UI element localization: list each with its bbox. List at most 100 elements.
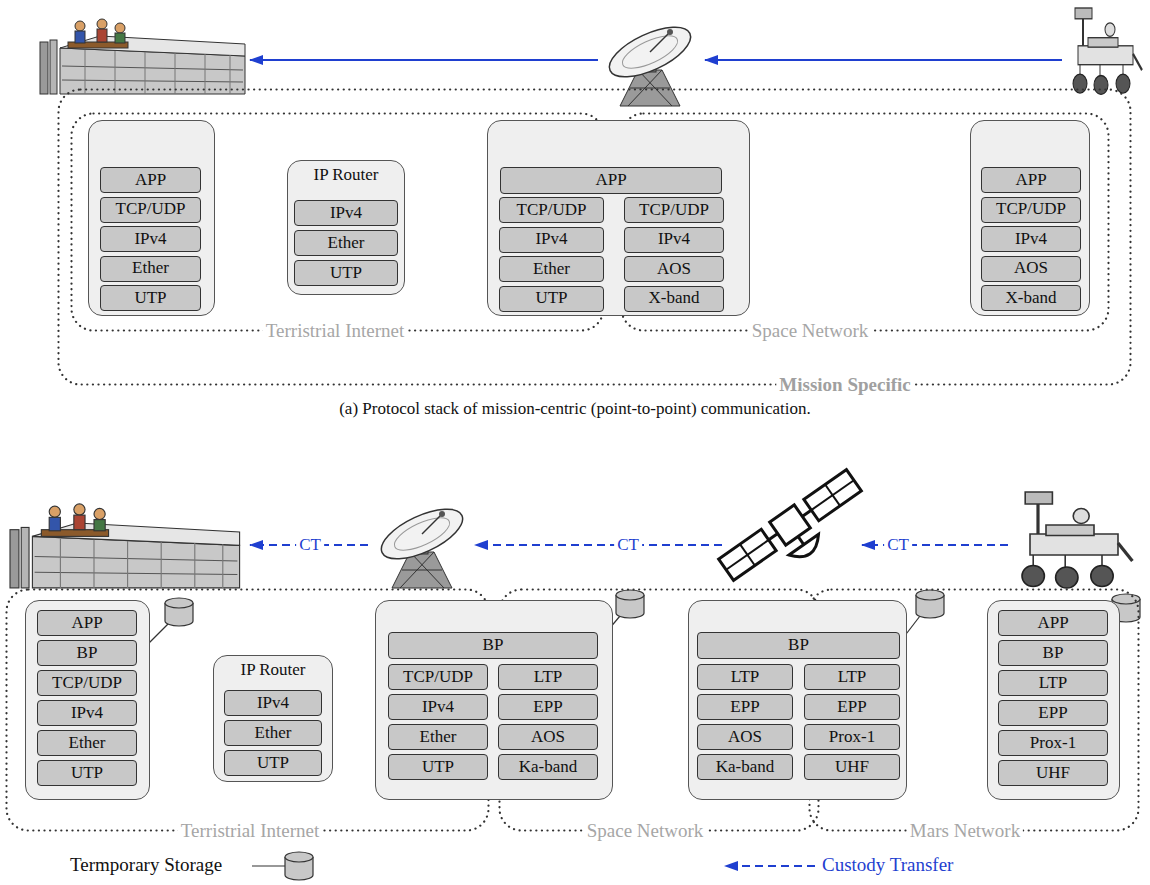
layer-label: Ether: [132, 259, 169, 278]
protocol-layer: TCP/UDP: [37, 670, 137, 696]
protocol-layer: Ether: [37, 730, 137, 756]
protocol-layer: Ka-band: [498, 754, 598, 780]
layer-label: APP: [135, 171, 166, 190]
protocol-layer: TCP/UDP: [981, 197, 1081, 223]
layer-label: X-band: [1006, 289, 1057, 308]
protocol-layer: Ether: [100, 256, 201, 282]
relay-satellite: [718, 469, 874, 599]
region-outline-path: [59, 90, 1131, 385]
region-label: Terristrial Internet: [263, 320, 407, 342]
layer-label: TCP/UDP: [996, 200, 1066, 219]
layer-label: IPv4: [535, 230, 567, 249]
layer-label: TCP/UDP: [116, 200, 186, 219]
layer-label: Prox-1: [829, 728, 875, 747]
layer-label: BP: [788, 636, 809, 655]
layer-label: IPv4: [1015, 230, 1047, 249]
protocol-stack: APP TCP/UDP IPv4AOS X-band: [970, 120, 1090, 316]
layer-label: AOS: [1014, 259, 1048, 278]
downlink-arrow: [250, 59, 598, 61]
protocol-stack: APPTCP/UDPIPv4EtherUTPTCP/UDPIPv4AOSX-ba…: [487, 120, 750, 316]
layer-label: APP: [1037, 614, 1068, 633]
layer-label: X-band: [649, 289, 700, 308]
protocol-stack: IP RouterIPv4EtherUTP: [213, 655, 333, 782]
protocol-layer: LTP: [498, 664, 598, 690]
mars-rover: [1022, 492, 1132, 588]
transfer-label: CT: [614, 536, 642, 555]
protocol-layer: UTP: [224, 750, 322, 776]
protocol-layer: EPP: [804, 694, 900, 720]
protocol-layer: IPv4: [981, 226, 1081, 252]
layer-label: Ether: [420, 728, 457, 747]
layer-label: EPP: [837, 698, 866, 717]
protocol-layer: AOS: [981, 256, 1081, 282]
layer-label: Ether: [255, 724, 292, 743]
layer-label: AOS: [728, 728, 762, 747]
protocol-layer: IPv4: [388, 694, 488, 720]
layer-label: IPv4: [422, 698, 454, 717]
layer-label: Ka-band: [519, 758, 578, 777]
layer-label: TCP/UDP: [517, 201, 587, 220]
layer-label: AOS: [531, 728, 565, 747]
protocol-layer: IPv4: [624, 227, 724, 253]
mars-rover: [1073, 8, 1142, 94]
protocol-layer: BP: [388, 632, 598, 659]
region-outline-path: [622, 114, 1109, 331]
layer-label: TCP/UDP: [639, 201, 709, 220]
layer-label: APP: [595, 171, 626, 190]
region-label: Terristrial Internet: [178, 820, 322, 842]
protocol-layer: IPv4: [224, 690, 322, 716]
protocol-layer: APP: [37, 610, 137, 636]
protocol-layer: Ether: [294, 230, 398, 256]
protocol-layer: UHF: [804, 754, 900, 780]
layer-label: BP: [1043, 644, 1064, 663]
figure-caption: (a) Protocol stack of mission-centric (p…: [0, 400, 1150, 419]
region-label: Mars Network: [907, 820, 1023, 842]
layer-label: IPv4: [71, 704, 103, 723]
protocol-layer: IPv4: [294, 200, 398, 226]
layer-label: IPv4: [257, 694, 289, 713]
legend-transfer-sample: [725, 865, 815, 867]
protocol-layer: X-band: [624, 286, 724, 312]
protocol-layer: X-band: [981, 285, 1081, 311]
legend-storage-sample: [252, 852, 313, 880]
protocol-layer: AOS: [697, 724, 793, 750]
region-label: Space Network: [749, 320, 872, 342]
protocol-layer: TCP/UDP: [499, 197, 604, 223]
protocol-stack: IP RouterIPv4EtherUTP: [287, 160, 405, 295]
protocol-stack: BPTCP/UDPIPv4EtherUTPLTPEPPAOSKa-band: [375, 600, 613, 800]
protocol-layer: IPv4: [100, 226, 201, 252]
layer-label: TCP/UDP: [52, 674, 122, 693]
protocol-layer: EPP: [697, 694, 793, 720]
protocol-layer: TCP/UDP: [388, 664, 488, 690]
protocol-layer: BP: [37, 640, 137, 666]
layer-label: UHF: [1036, 764, 1070, 783]
protocol-stack: APP BP TCP/UDP IPv4EtherUTP: [25, 600, 150, 800]
layer-label: UTP: [330, 264, 362, 283]
ground-antenna: [603, 17, 698, 106]
protocol-layer: UTP: [499, 286, 604, 312]
ground-antenna: [375, 499, 470, 588]
layer-label: UTP: [71, 764, 103, 783]
layer-label: Prox-1: [1030, 734, 1076, 753]
protocol-layer: APP: [998, 610, 1108, 636]
layer-label: UTP: [257, 754, 289, 773]
protocol-layer: IPv4: [499, 227, 604, 253]
protocol-layer: TCP/UDP: [624, 197, 724, 223]
protocol-layer: UTP: [37, 760, 137, 786]
stack-heading: IP Router: [214, 661, 332, 680]
layer-label: IPv4: [658, 230, 690, 249]
control-center: [40, 19, 245, 94]
protocol-layer: APP: [100, 167, 201, 193]
network-region: Mission SpecificTerristrial InternetAPPT…: [57, 88, 1132, 386]
layer-label: UTP: [134, 289, 166, 308]
layer-label: IPv4: [134, 230, 166, 249]
layer-label: LTP: [534, 668, 563, 687]
protocol-layer: UTP: [294, 260, 398, 286]
legend-label: Termporary Storage: [70, 855, 222, 876]
protocol-layer: Prox-1: [998, 730, 1108, 756]
protocol-layer: APP: [981, 167, 1081, 193]
layer-label: UTP: [535, 289, 567, 308]
layer-label: APP: [1015, 171, 1046, 190]
protocol-stack: BPLTPEPPAOSKa-bandLTPEPPProx-1UHF: [688, 600, 907, 800]
layer-label: Ka-band: [716, 758, 775, 777]
